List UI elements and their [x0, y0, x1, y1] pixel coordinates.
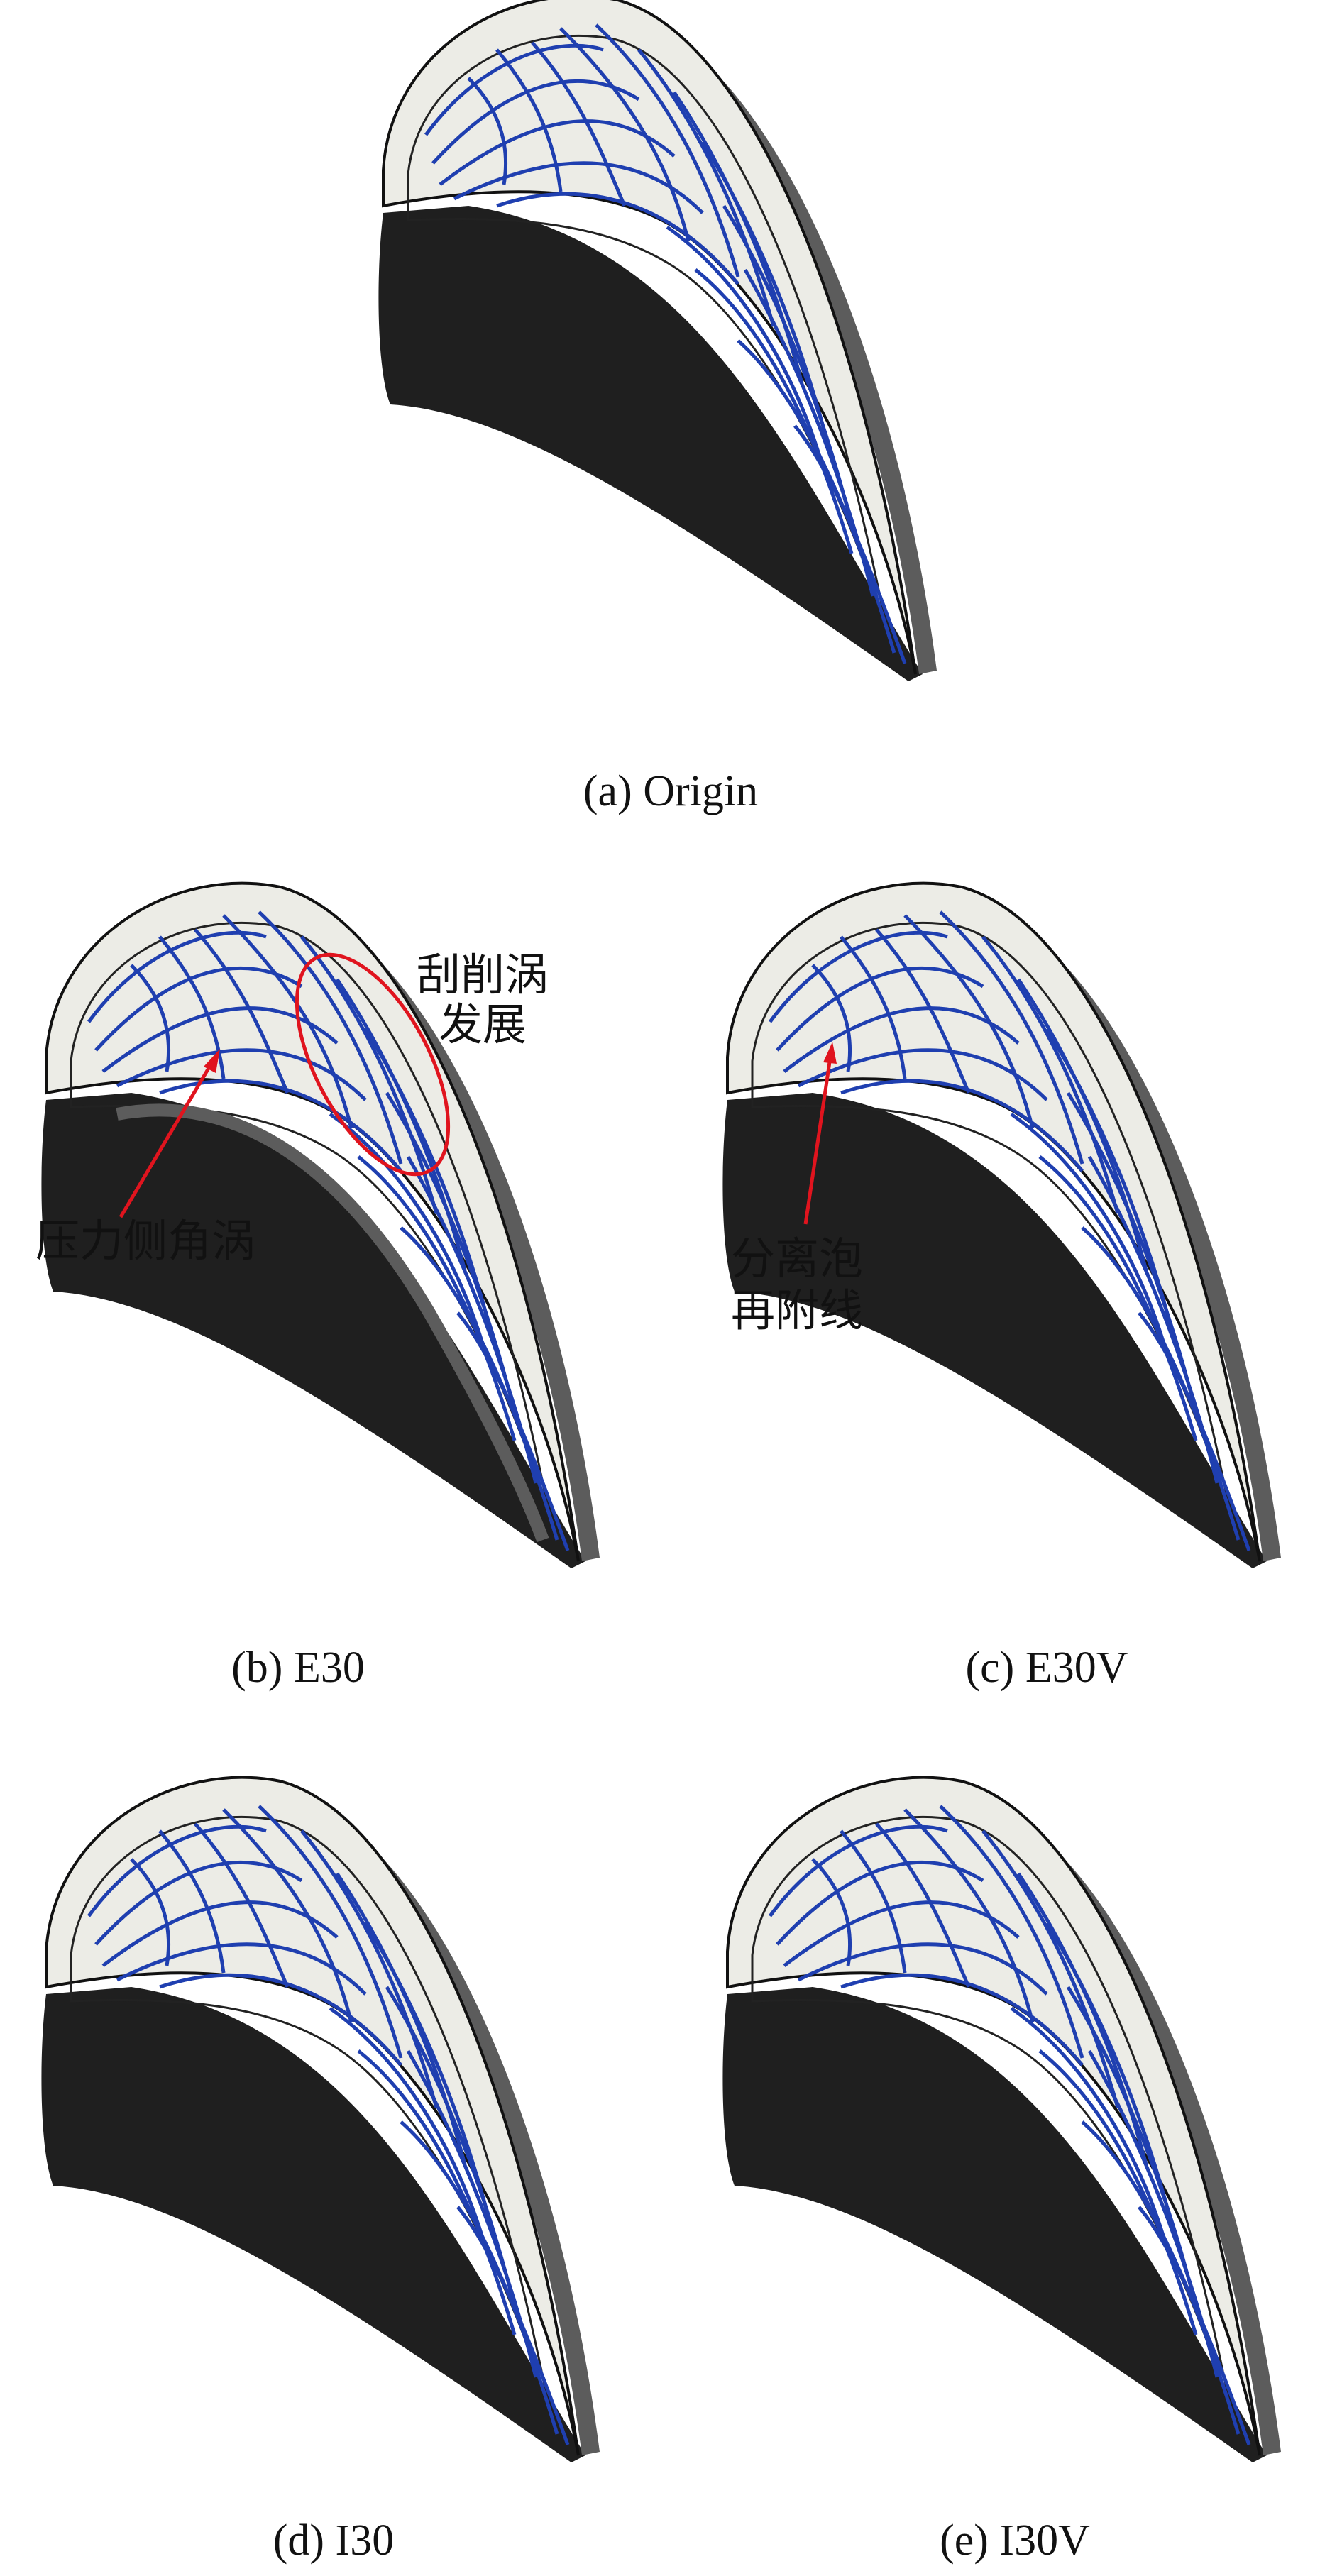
- blade-e30: [40, 881, 601, 1570]
- reattachment-arrowhead: [823, 1042, 837, 1064]
- label-scraping-vortex-line1: 刮削涡: [417, 949, 549, 1001]
- label-reattachment-line1: 分离泡: [731, 1233, 863, 1284]
- blade-i30v: [721, 1776, 1282, 2464]
- scraping-vortex-marker: [295, 952, 451, 1177]
- blade-e30v: [721, 881, 1282, 1570]
- caption-e30: (b) E30: [231, 1644, 365, 1692]
- reattachment-arrow: [803, 1057, 832, 1225]
- caption-i30v: (e) I30V: [940, 2516, 1090, 2565]
- blade-origin: [377, 0, 938, 683]
- label-scraping-vortex-line2: 发展: [439, 998, 527, 1050]
- corner-vortex-arrow: [119, 1059, 215, 1218]
- blade-i30: [40, 1776, 601, 2464]
- corner-vortex-arrowhead: [204, 1049, 220, 1073]
- caption-e30v: (c) E30V: [966, 1644, 1128, 1692]
- caption-i30: (d) I30: [273, 2516, 394, 2565]
- caption-origin: (a) Origin: [583, 767, 758, 815]
- label-reattachment-line2: 再附线: [731, 1284, 863, 1336]
- label-corner-vortex: 压力侧角涡: [35, 1215, 255, 1267]
